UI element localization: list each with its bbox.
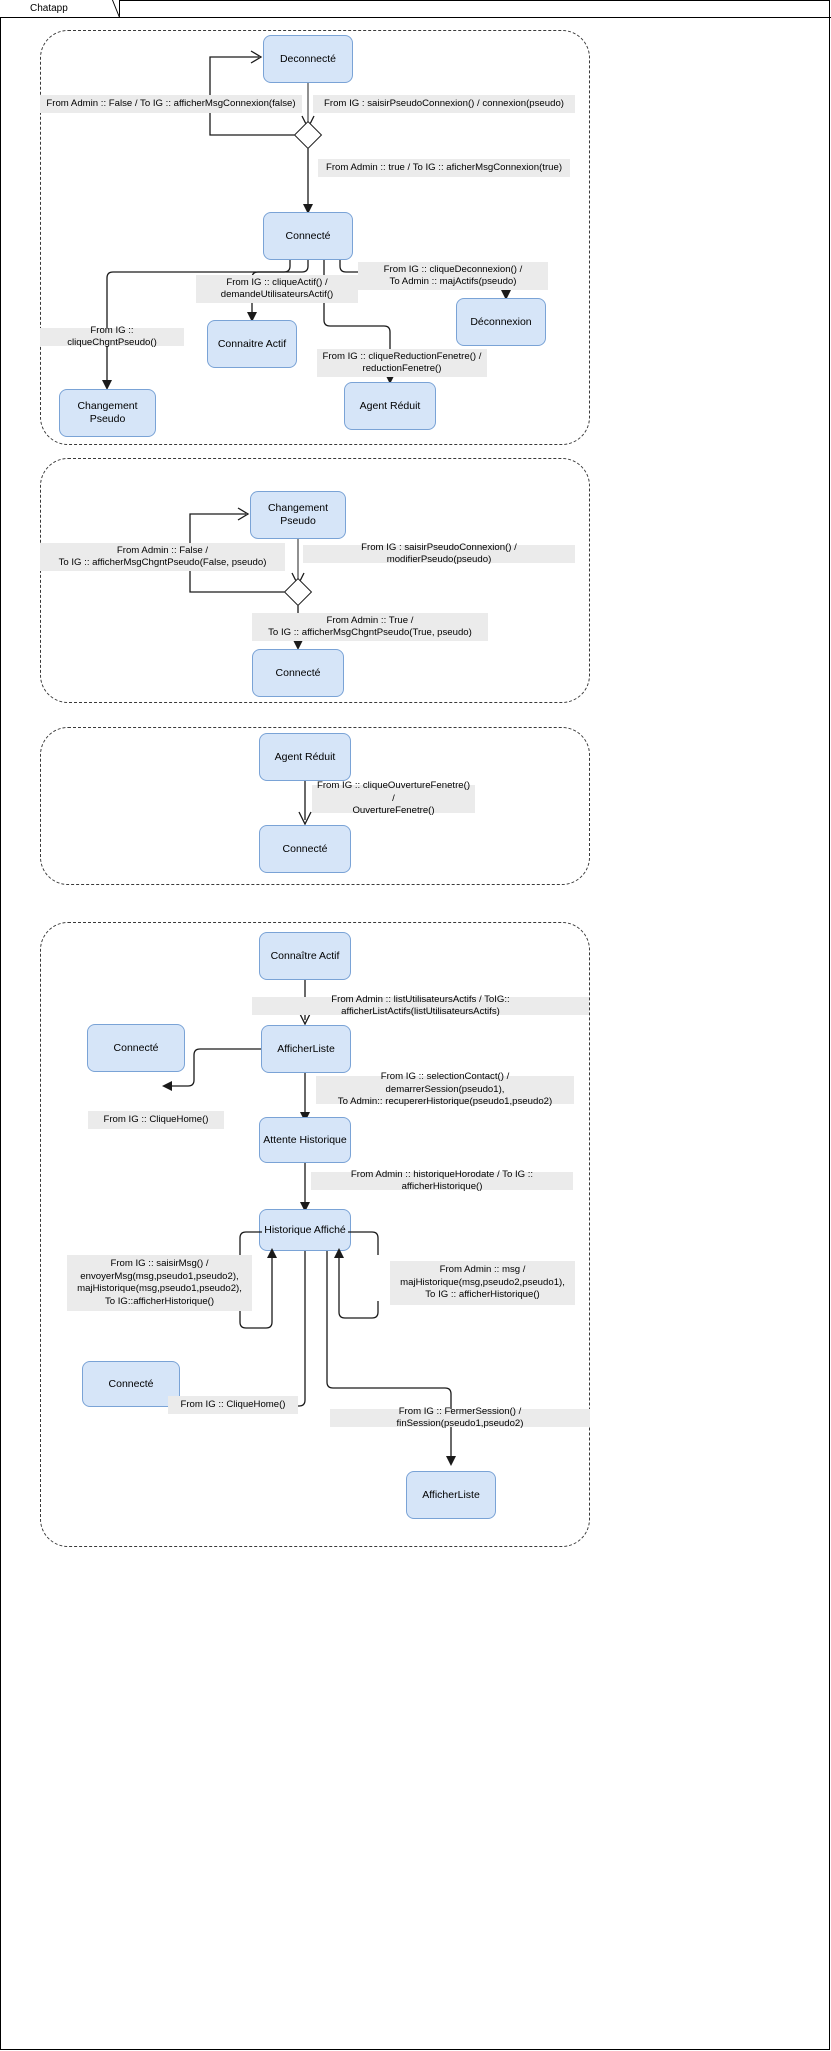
region-historique bbox=[40, 922, 590, 1547]
region-connexion bbox=[40, 30, 590, 445]
state-connecte[interactable]: Connecté bbox=[263, 212, 353, 260]
transition-label-admin-false: From Admin :: False / To IG :: afficherM… bbox=[40, 95, 302, 113]
region-changement-pseudo bbox=[40, 458, 590, 703]
transition-label-historique-horodate: From Admin :: historiqueHorodate / To IG… bbox=[311, 1169, 573, 1192]
transition-label-admin-msg: From Admin :: msg / majHistorique(msg,ps… bbox=[390, 1261, 575, 1305]
state-connecte-hist-2[interactable]: Connecté bbox=[82, 1361, 180, 1407]
tab-label: Chatapp bbox=[30, 3, 68, 14]
state-afficherliste[interactable]: AfficherListe bbox=[261, 1025, 351, 1073]
state-connaitre-actif[interactable]: Connaitre Actif bbox=[207, 320, 297, 368]
state-attente-historique[interactable]: Attente Historique bbox=[259, 1117, 351, 1163]
state-connecte-agent[interactable]: Connecté bbox=[259, 825, 351, 873]
tab-strip: Chatapp bbox=[0, 0, 831, 18]
transition-label-clique-home-2: From IG :: CliqueHome() bbox=[168, 1396, 298, 1414]
transition-label-modifier-pseudo: From IG : saisirPseudoConnexion() / modi… bbox=[303, 542, 575, 565]
transition-label-reduction-fenetre: From IG :: cliqueReductionFenetre() / re… bbox=[317, 349, 487, 377]
transition-label-saisir-msg: From IG :: saisirMsg() / envoyerMsg(msg,… bbox=[67, 1255, 252, 1311]
transition-label-clique-deconnexion: From IG :: cliqueDeconnexion() / To Admi… bbox=[358, 262, 548, 290]
transition-label-clique-actif: From IG :: cliqueActif() / demandeUtilis… bbox=[196, 275, 358, 303]
state-changement-pseudo-2[interactable]: Changement Pseudo bbox=[250, 491, 346, 539]
transition-label-selection-contact: From IG :: selectionContact() / demarrer… bbox=[316, 1071, 574, 1107]
state-changement-pseudo[interactable]: Changement Pseudo bbox=[59, 389, 156, 437]
state-historique-affiche[interactable]: Historique Affiché bbox=[259, 1209, 351, 1251]
state-connecte-chgnt[interactable]: Connecté bbox=[252, 649, 344, 697]
state-afficherliste-2[interactable]: AfficherListe bbox=[406, 1471, 496, 1519]
transition-label-clique-home-1: From IG :: CliqueHome() bbox=[88, 1111, 224, 1129]
transition-label-list-utilisateurs: From Admin :: listUtilisateursActifs / T… bbox=[252, 994, 589, 1017]
region-agent-reduit bbox=[40, 727, 590, 885]
transition-label-fermer-session: From IG :: FermerSession() / finSession(… bbox=[330, 1406, 590, 1429]
transition-label-chgnt-true: From Admin :: True / To IG :: afficherMs… bbox=[252, 613, 488, 641]
transition-label-admin-true: From Admin :: true / To IG :: aficherMsg… bbox=[318, 159, 570, 177]
state-connecte-hist-1[interactable]: Connecté bbox=[87, 1024, 185, 1072]
tab-underline bbox=[0, 17, 831, 18]
transition-label-saisir-pseudo: From IG : saisirPseudoConnexion() / conn… bbox=[313, 95, 575, 113]
state-deconnecte[interactable]: Deconnecté bbox=[263, 35, 353, 83]
transition-label-ouverture-fenetre: From IG :: cliqueOuvertureFenetre() / Ou… bbox=[312, 780, 475, 816]
state-deconnexion[interactable]: Déconnexion bbox=[456, 298, 546, 346]
transition-label-chgnt-false: From Admin :: False / To IG :: afficherM… bbox=[40, 543, 285, 571]
transition-label-clique-chgnt-pseudo: From IG :: cliqueChgntPseudo() bbox=[40, 325, 184, 348]
state-agent-reduit[interactable]: Agent Réduit bbox=[344, 382, 436, 430]
state-agent-reduit-2[interactable]: Agent Réduit bbox=[259, 733, 351, 781]
state-connaitre-actif-2[interactable]: Connaître Actif bbox=[259, 932, 351, 980]
